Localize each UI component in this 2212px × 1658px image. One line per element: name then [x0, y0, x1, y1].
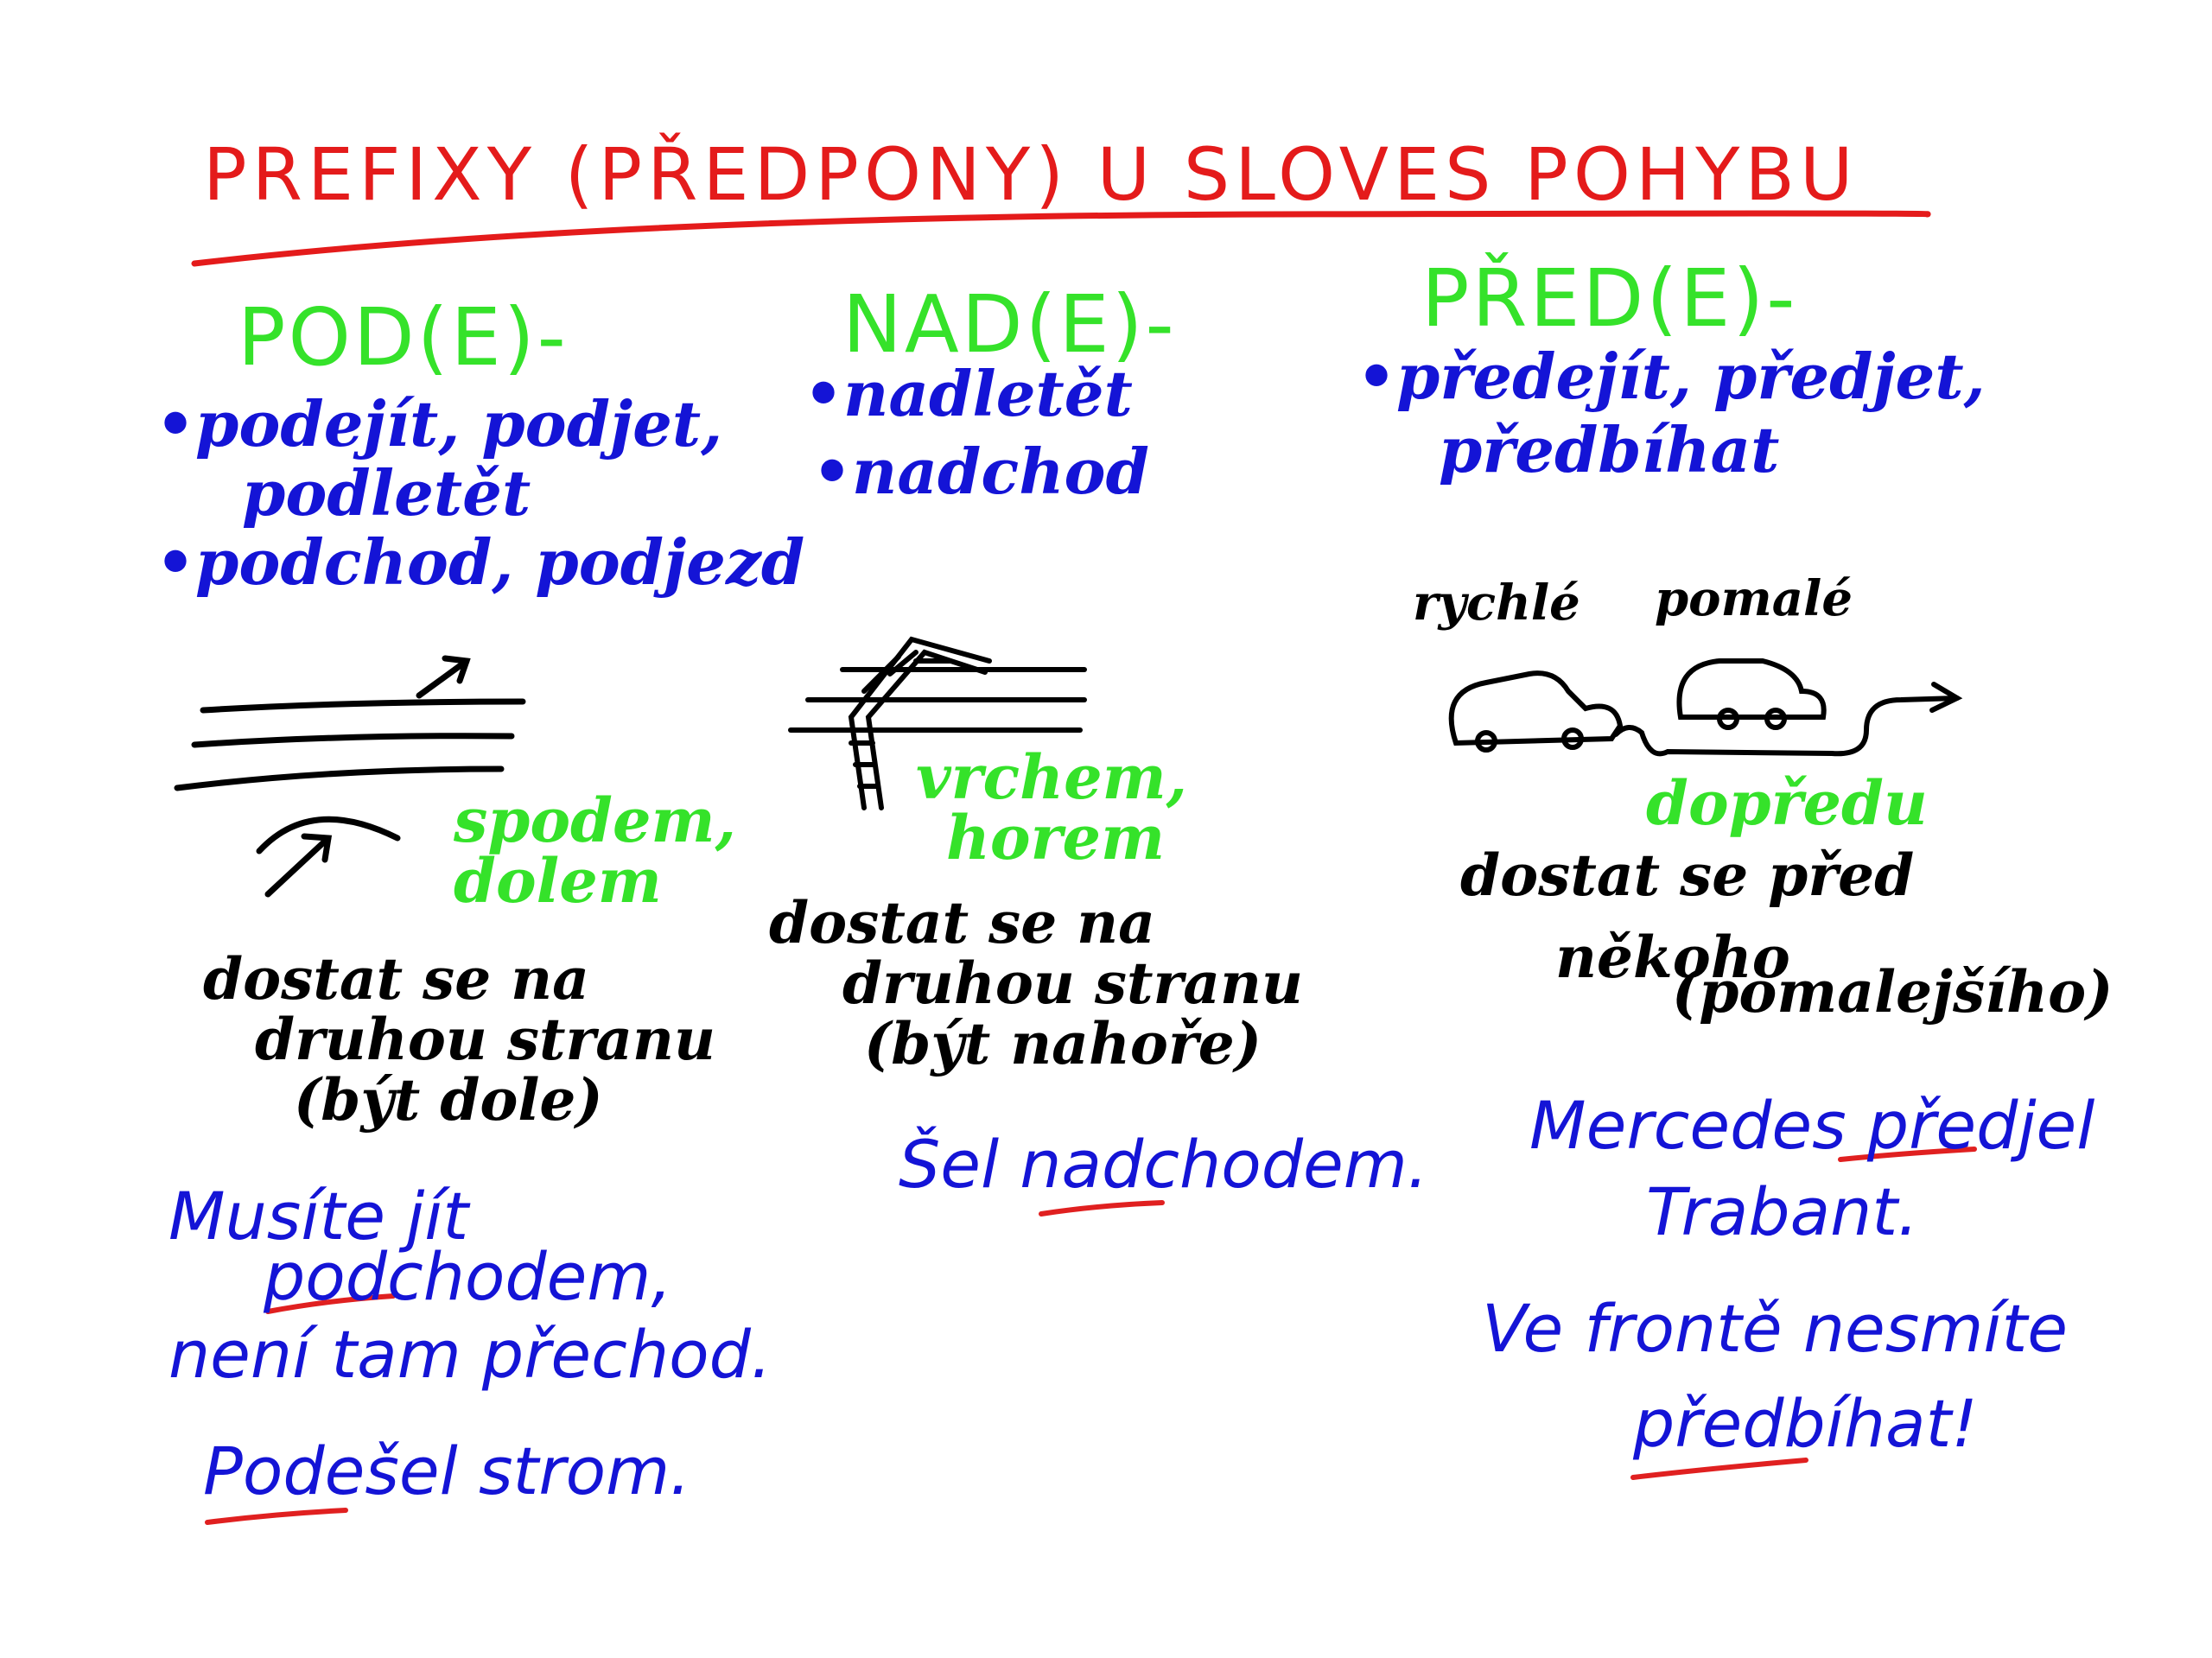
- explanation-nade-3: (být nahoře): [864, 1010, 1262, 1077]
- adverb-spodem: spodem,: [454, 785, 736, 856]
- example-prede-4: předbíhat!: [1633, 1385, 1978, 1462]
- example-prede-3: Ve frontě nesmíte: [1482, 1290, 2069, 1367]
- adverb-dolem: dolem: [454, 845, 662, 917]
- bullet-prede-1: •předejít, předjet,: [1357, 340, 1986, 413]
- explanation-nade-2: druhou stranu: [842, 950, 1304, 1017]
- cars-sketch: [1448, 658, 1963, 757]
- example-pode-3: není tam přechod.: [168, 1316, 772, 1393]
- bullet-nade-2: •nadchod: [812, 435, 1149, 508]
- example-pode-2: podchodem,: [264, 1238, 672, 1315]
- explanation-prede-2: někoho: [1555, 924, 1790, 991]
- bullet-pode-1: •podejít, podjet,: [156, 387, 723, 461]
- example-prede-1: Mercedes předjel: [1529, 1087, 2095, 1164]
- explanation-pode-1: dostat se na: [203, 945, 589, 1013]
- heading-pode: POD(E)-: [238, 291, 569, 384]
- adverb-horem: horem: [946, 802, 1166, 873]
- example-nade-1: Šel nadchodem.: [899, 1126, 1428, 1203]
- explanation-pode-3: (být dole): [294, 1066, 603, 1134]
- heading-prede: PŘED(E)-: [1421, 252, 1798, 345]
- car-label-fast: rychlé: [1413, 575, 1580, 632]
- explanation-nade-1: dostat se na: [769, 889, 1155, 956]
- explanation-prede-3: (pomalejšího): [1672, 958, 2113, 1026]
- adverb-dopredu: dopředu: [1646, 767, 1928, 839]
- example-prede-2: Trabant.: [1646, 1173, 1919, 1250]
- bullet-pode-2: podletět: [242, 456, 531, 530]
- bullet-nade-1: •nadletět: [804, 357, 1133, 430]
- adverb-vrchem: vrchem,: [916, 741, 1188, 813]
- bullet-pode-3: •podchod, podjezd: [156, 525, 805, 599]
- example-pode-1: Musíte jít: [168, 1178, 469, 1255]
- heading-nade: NAD(E)-: [842, 278, 1177, 371]
- page-title: PREFIXY (PŘEDPONY) U SLOVES POHYBU: [203, 132, 1859, 217]
- explanation-pode-2: druhou stranu: [255, 1006, 716, 1073]
- bullet-prede-2: předbíhat: [1439, 413, 1780, 486]
- example-pode-4: Podešel strom.: [203, 1432, 691, 1509]
- explanation-prede-1: dostat se před: [1460, 842, 1915, 909]
- car-label-slow: pomalé: [1655, 570, 1853, 627]
